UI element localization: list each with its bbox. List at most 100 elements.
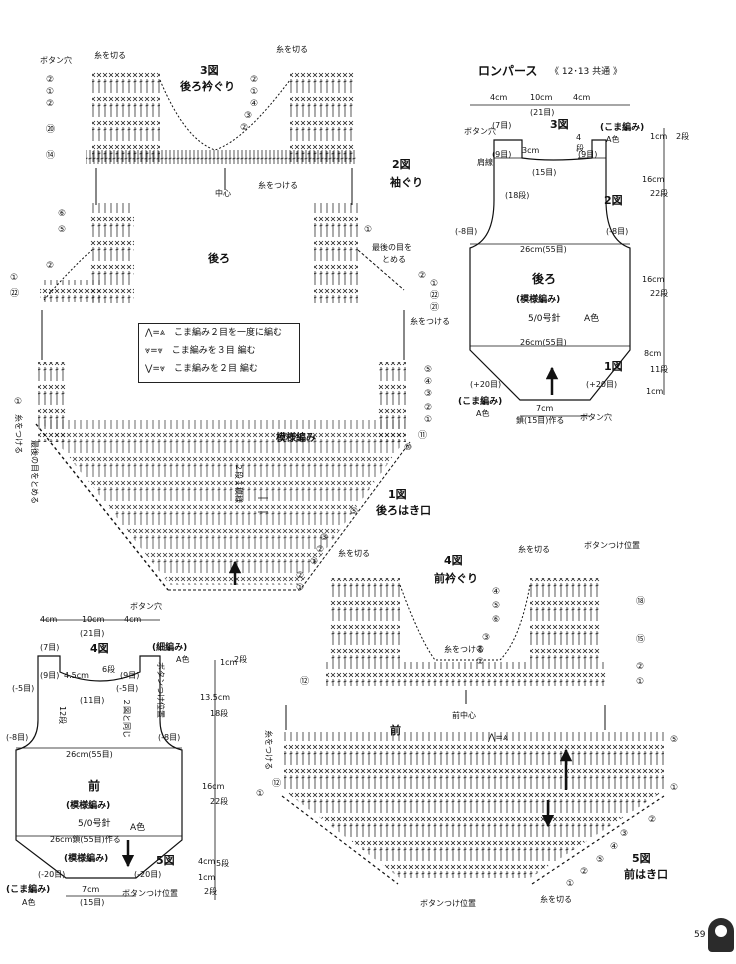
back-right-row: ① [296,583,304,593]
front-sched-fifteen: (15目) [80,898,104,907]
front-left-row: ⑫ [300,676,309,687]
front-sched-left7: (7目) [40,643,59,652]
back-body-label: 後ろ [208,251,230,265]
front-sched-eleven: (11目) [80,696,104,705]
front-sched-dim: 2段 [234,654,247,664]
back-left-row: ② [46,99,54,109]
front-sched-button-pos-b: ボタンつけ位置 [122,888,178,898]
romper-rows18: (18段) [505,190,529,200]
back-fig2-title: 袖ぐり [390,175,423,189]
back-right-row: ⑤ [350,507,358,517]
front-yarn-cut-bottom: 糸を切る [540,894,572,904]
front-sched-button-pos: ボタンつけ位置 [156,662,166,718]
back-right-row: ⑤ [424,365,432,375]
romper-width-26-top: 26cm(55目) [520,245,567,254]
front-left-row: ④ [492,587,500,597]
front-sched-edge-b: (こま編み) [6,883,50,895]
front-fig5-title: 前はき口 [624,867,668,881]
front-sched-minus20-right: (-20目) [134,870,161,879]
back-right-row: ① [310,557,318,567]
back-right-row: ① [424,415,432,425]
front-sched-chain26: 26cm鎖(55目)作る [50,834,121,844]
romper-dim: 1cm [646,387,663,396]
back-fig1-title: 後ろはき口 [376,503,431,517]
front-yarn-cut-left: 糸を切る [338,548,370,558]
back-repeat-label: ２段１模様 [234,463,244,503]
romper-nine-right: (9目) [578,150,597,159]
back-neckline-chart [86,72,356,205]
front-sched-width-mid: 10cm [82,615,105,624]
romper-bottom-edge: (こま編み) [458,395,502,407]
front-fig4-title: 前衿ぐり [434,571,478,585]
back-right-row: ③ [320,533,328,543]
front-sched-mid-sts: (21目) [80,629,104,638]
romper-width-left: 4cm [490,93,507,102]
romper-row4b: 段 [576,143,584,153]
romper-body: 後ろ [532,271,556,286]
back-right-row: ① [430,279,438,289]
front-sched-fig4: 4図 [90,641,109,655]
romper-dim: 1cm [650,132,667,141]
romper-minus8-right: (-8目) [606,227,628,236]
front-button-pos-bottom: ボタンつけ位置 [420,898,476,908]
front-right-row: ② [636,662,644,672]
front-center: 前中心 [452,710,476,720]
front-sched-fig5: 5図 [156,853,175,867]
front-right-row: ⑱ [636,596,645,607]
back-attach-yarn-right: 糸をつける [410,316,450,326]
back-buttonhole-bottom: ボタン穴 [130,601,162,611]
back-fig2-label: 2図 [392,157,411,171]
romper-width-right: 4cm [573,93,590,102]
romper-fifteen: (15目) [532,168,556,177]
front-attach-left: 糸をつける [264,730,274,770]
back-last-st-right2: とめる [382,255,406,264]
romper-3cm: 3cm [522,146,539,155]
front-sched-dim: 4cm [198,857,215,866]
front-sched-45: 4.5cm [64,671,89,680]
romper-dim: 11段 [650,364,668,374]
legend-symbol: ⩔=⩔ [145,346,163,356]
romper-dim: 16cm [642,175,665,184]
romper-fig3: 3図 [550,117,569,131]
front-sched-dim: 18段 [210,708,228,718]
romper-bottom-color: A色 [476,408,489,418]
romper-shoulder: 肩線 [477,157,493,167]
back-yarn-cut-left: 糸を切る [94,50,126,60]
romper-bottom-buttonhole: ボタン穴 [580,412,612,422]
front-right-row: ⑤ [670,735,678,745]
back-left-row: ⑥ [58,209,66,219]
front-left-row: ⑥ [492,615,500,625]
front-left-row: ⑤ [492,601,500,611]
romper-dim: 22段 [650,188,668,198]
front-sched-color-b: A色 [22,897,35,907]
front-sched-dim: 1cm [198,873,215,882]
romper-width-26-bottom: 26cm(55目) [520,338,567,347]
back-left-row: ① [46,87,54,97]
back-right-row: ② [240,123,248,133]
front-sched-7cm: 7cm [82,885,99,894]
back-attach-yarn: 糸をつける [258,180,298,190]
romper-plus20-left: (+20目) [470,380,501,389]
back-yarn-cut-right: 糸を切る [276,44,308,54]
front-sched-twelve: 12段 [58,706,68,724]
romper-width-mid: 10cm [530,93,553,102]
front-right-row: ② [648,815,656,825]
back-right-row: ② [316,545,324,555]
back-right-row: ㉒ [430,290,439,301]
front-sched-pattern: (模様編み) [66,799,110,811]
front-sched-width-right: 4cm [124,615,141,624]
front-sched-nine-left: (9目) [40,671,59,680]
back-left-row: ⑤ [58,225,66,235]
romper-dim: 22段 [650,288,668,298]
front-yarn-cut-right: 糸を切る [518,544,550,554]
legend-item: ⋁=⩔ こま編みを２目 編む [139,360,299,378]
back-last-st-right: 最後の目を [372,242,412,252]
romper-pattern: (模様編み) [516,293,560,305]
front-left-row: ① [256,789,264,799]
front-sched-edge: (細編み) [152,641,187,653]
front-right-row: ① [636,677,644,687]
romper-width-mid-sts: (21目) [530,108,554,117]
back-right-row: ② [418,271,426,281]
romper-needle: 5/0号針 [528,312,561,324]
